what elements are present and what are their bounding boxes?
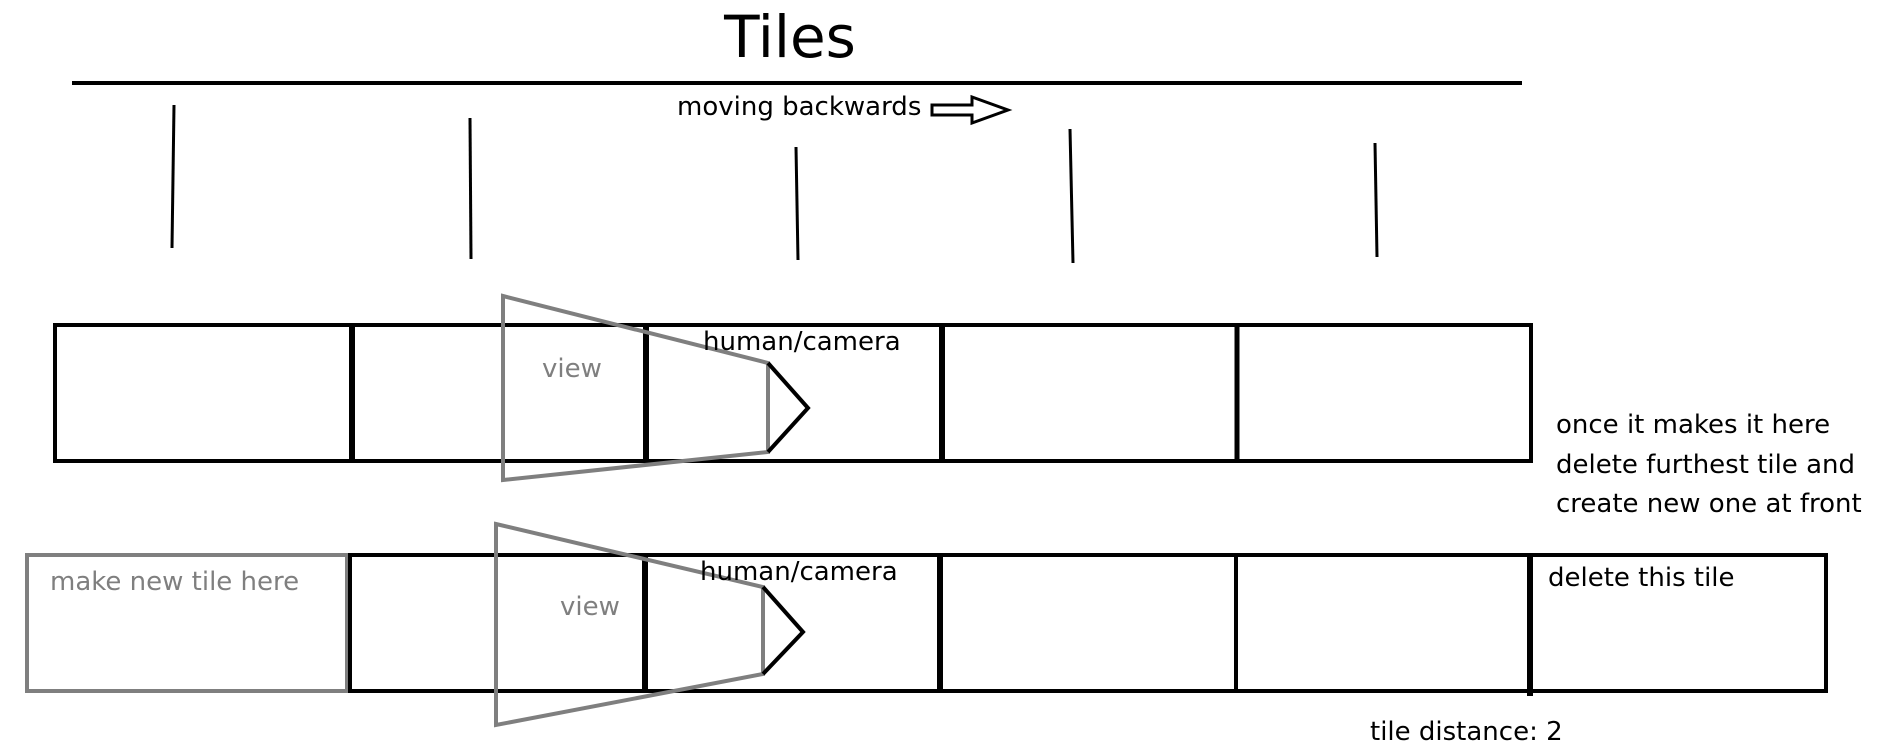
note-line-2: delete furthest tile and: [1556, 450, 1855, 480]
direction-label: moving backwards: [677, 92, 921, 122]
note-block: once it makes it here delete furthest ti…: [1556, 410, 1862, 519]
tile-row2-outline: [348, 553, 1828, 693]
tile-row1-outline: [53, 323, 1533, 463]
camera-icon: [766, 361, 811, 454]
new-tile-label: make new tile here: [50, 567, 299, 597]
vertical-ticks: [170, 104, 1379, 264]
view-label-row2: view: [560, 592, 620, 622]
tick-mark: [170, 104, 176, 249]
tile-row-1: [53, 323, 1533, 463]
camera-label-row1: human/camera: [703, 327, 901, 357]
tile-distance-label: tile distance: 2: [1370, 717, 1563, 747]
diagram-title: Tiles: [723, 3, 856, 71]
camera-label-row2: human/camera: [700, 557, 898, 587]
view-cone-row2: view human/camera: [494, 521, 898, 728]
camera-icon: [761, 585, 806, 676]
tick-mark: [1068, 128, 1075, 264]
tile-row-2: [348, 553, 1828, 696]
view-label-row1: view: [542, 354, 602, 384]
delete-tile-label: delete this tile: [1548, 563, 1735, 593]
view-cone-row1: view human/camera: [501, 293, 901, 483]
right-arrow-icon: [930, 94, 1013, 126]
tick-mark: [794, 146, 800, 261]
tick-mark: [1373, 142, 1379, 258]
note-line-1: once it makes it here: [1556, 410, 1830, 440]
tick-mark: [468, 117, 473, 260]
new-tile-ghost: [25, 553, 349, 693]
note-line-3: create new one at front: [1556, 489, 1862, 519]
